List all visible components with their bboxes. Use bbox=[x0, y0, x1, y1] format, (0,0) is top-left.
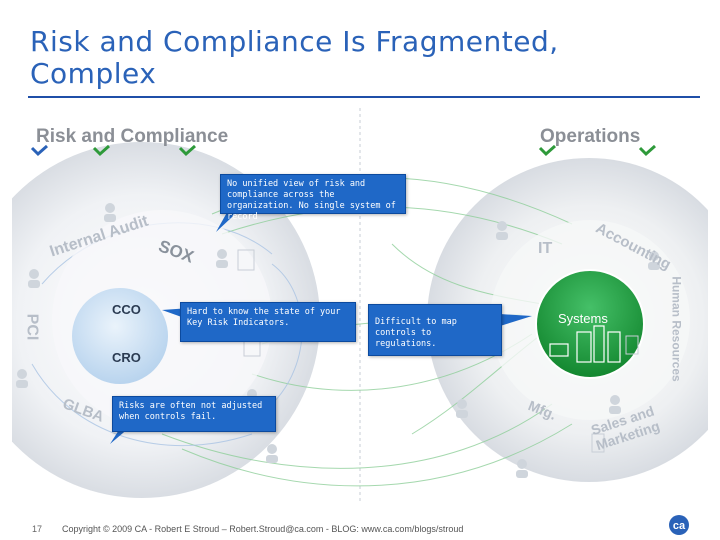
callout-no-unified-view: No unified view of risk and compliance a… bbox=[220, 174, 406, 222]
callout-risks-not-adjusted: Risks are often not adjusted when contro… bbox=[112, 396, 276, 432]
label-systems: Systems bbox=[558, 311, 608, 326]
footer-copyright: Copyright © 2009 CA - Robert E Stroud – … bbox=[62, 524, 464, 534]
ca-logo: ca bbox=[669, 515, 689, 535]
svg-text:ca: ca bbox=[673, 520, 686, 532]
document-icons bbox=[237, 249, 639, 453]
check-icon bbox=[538, 144, 556, 157]
callout-tail bbox=[500, 314, 532, 326]
label-human-resources: Human Resources bbox=[669, 276, 684, 382]
systems-node bbox=[535, 269, 645, 379]
check-icon bbox=[92, 144, 110, 157]
label-cco: CCO bbox=[112, 302, 141, 317]
cco-cro-node bbox=[72, 288, 168, 384]
slide-title: Risk and Compliance Is Fragmented, Compl… bbox=[30, 25, 559, 90]
callout-difficult-to-map: Difficult to map controls to regulations… bbox=[368, 304, 502, 356]
page-number: 17 bbox=[32, 524, 43, 534]
label-cro: CRO bbox=[112, 350, 141, 365]
header-risk-compliance: Risk and Compliance bbox=[36, 126, 229, 147]
title-rule bbox=[28, 96, 700, 98]
check-icon bbox=[178, 144, 196, 157]
check-icon bbox=[638, 144, 656, 157]
check-icon bbox=[30, 144, 48, 157]
header-operations: Operations bbox=[540, 126, 641, 147]
label-pci: PCI bbox=[23, 313, 41, 341]
callout-hard-to-know: Hard to know the state of your Key Risk … bbox=[180, 302, 356, 342]
server-icon bbox=[549, 325, 621, 363]
label-it: IT bbox=[538, 240, 553, 257]
